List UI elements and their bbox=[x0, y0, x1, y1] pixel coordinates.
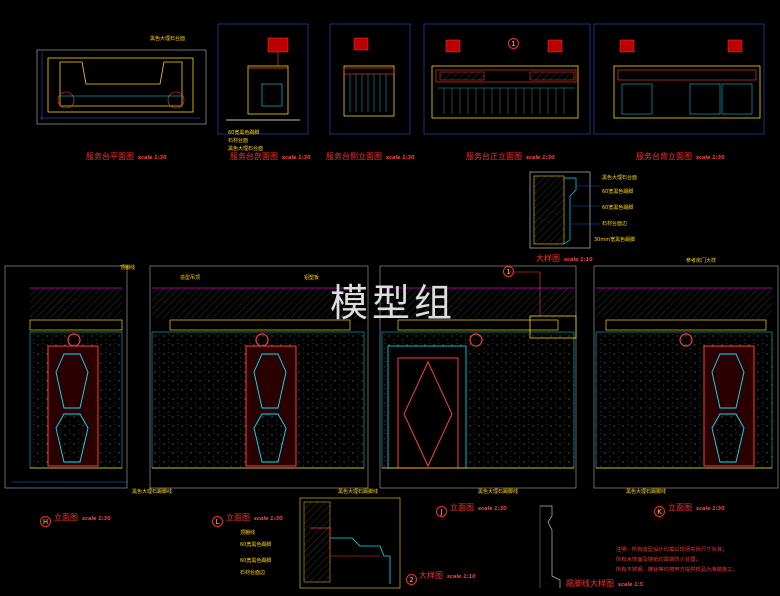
elev-bottom-callout-1: 黑色大理石踢脚线 bbox=[132, 489, 173, 495]
elev-top-callout-3: 铝塑板 bbox=[304, 275, 320, 281]
marker-l: L bbox=[212, 516, 223, 527]
detail1-callout-5: 30mm宽黑色踢脚 bbox=[594, 237, 636, 243]
marker-k: K bbox=[654, 506, 665, 517]
detail1-callout-4: 石材台面边 bbox=[602, 221, 628, 227]
detail2-callout-4: 石材台面边 bbox=[240, 570, 266, 576]
service-section-view bbox=[217, 23, 309, 135]
detail2-callout-1: 顶棚线 bbox=[240, 530, 256, 536]
elev-bottom-callout-3: 黑色大理石踢脚线 bbox=[478, 489, 519, 495]
marker-detail-2: 2 bbox=[406, 574, 417, 585]
detail1-callout-3: 60宽黑色踢脚 bbox=[602, 205, 634, 211]
note-line-1: 注明：所有造型设计均需以现场实际尺寸为准； bbox=[616, 547, 728, 553]
detail2-callout-3: 60宽黑色踢脚 bbox=[240, 558, 272, 564]
detail1-callout-1: 黑色大理石台面 bbox=[602, 175, 638, 181]
elevation-k bbox=[593, 265, 779, 489]
elevation-h bbox=[4, 265, 128, 489]
service-front-elevation bbox=[423, 23, 591, 135]
elev-top-callout-2: 造型吊顶 bbox=[180, 275, 201, 281]
plan-callout: 黑色大理石台面 bbox=[150, 36, 186, 42]
elev-top-callout-1: 顶棚线 bbox=[120, 265, 136, 271]
elevation-l bbox=[149, 265, 369, 489]
general-notes: 注明：所有造型设计均需以现场实际尺寸为准； 所有木饰面及墙纸均需做防火处理； 所… bbox=[616, 545, 738, 575]
marker-detail-1: 1 bbox=[503, 266, 514, 277]
service-callout-3: 黑色大理石台面 bbox=[228, 146, 264, 152]
skirting-detail-view bbox=[539, 505, 561, 588]
detail-2-view bbox=[299, 497, 401, 589]
elev-top-callout-4: 参考房门大样 bbox=[686, 258, 717, 264]
service-callout-2: 石材台面 bbox=[228, 138, 249, 144]
note-line-3: 所有不锈钢、镀钛等均按甲方提供样品为准做施工。 bbox=[616, 567, 738, 573]
detail-1-view bbox=[529, 171, 600, 249]
service-callout-1: 60宽黑色踢脚 bbox=[228, 130, 260, 136]
detail1-callout-2: 60宽黑色踢脚 bbox=[602, 189, 634, 195]
service-side-elevation bbox=[329, 23, 411, 135]
elevation-j bbox=[379, 265, 577, 489]
service-plan-view bbox=[36, 49, 207, 125]
detail2-callout-2: 60宽黑色踢脚 bbox=[240, 542, 272, 548]
marker-front-1: 1 bbox=[508, 38, 519, 49]
marker-h: H bbox=[40, 516, 51, 527]
elev-bottom-callout-4: 黑色大理石踢脚线 bbox=[626, 489, 667, 495]
marker-j: J bbox=[436, 506, 447, 517]
elev-bottom-callout-2: 黑色大理石踢脚线 bbox=[338, 489, 379, 495]
service-back-elevation bbox=[593, 23, 765, 135]
note-line-2: 所有木饰面及墙纸均需做防火处理； bbox=[616, 557, 701, 563]
